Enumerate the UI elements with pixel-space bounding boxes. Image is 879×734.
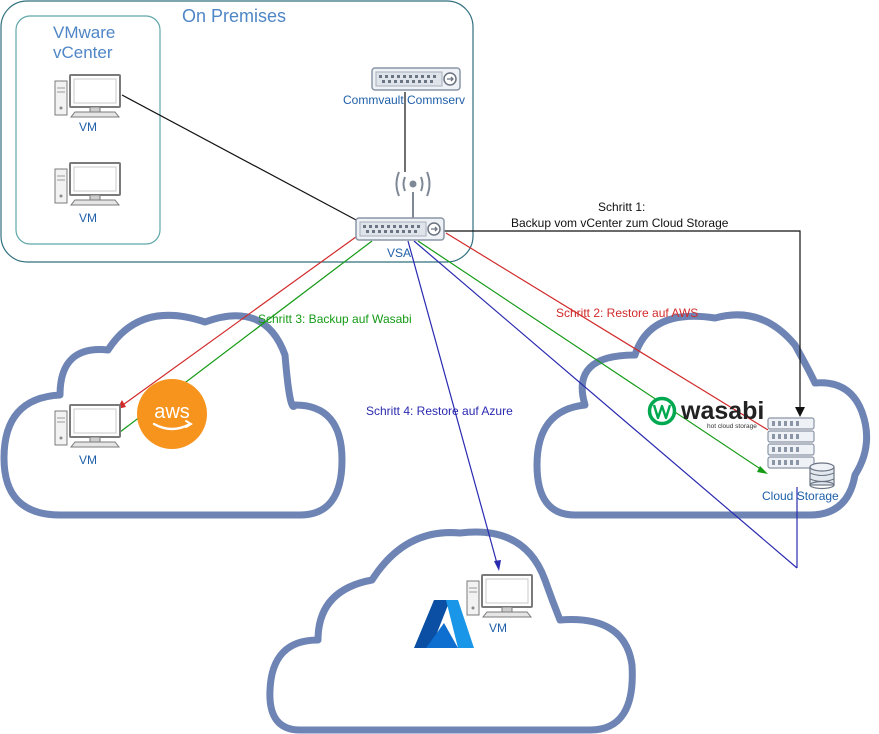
- vm2-computer-icon: [54, 162, 121, 206]
- aws-vm-label: VM: [79, 453, 97, 467]
- step2-line-vsa-to-aws-vm: [119, 233, 361, 408]
- step4-line-vsa-to-azure-vm: [407, 240, 499, 568]
- vsa-label: VSA: [387, 246, 411, 260]
- vcenter-title-line1: VMware: [53, 23, 115, 42]
- vm1-label: VM: [79, 120, 97, 134]
- azure-vm-label: VM: [489, 621, 507, 635]
- vcenter-boundary: [15, 15, 161, 245]
- step4-label: Schritt 4: Restore auf Azure: [366, 404, 513, 418]
- link-vm1-to-vsa: [121, 94, 359, 222]
- wifi-antenna-icon: [395, 171, 431, 218]
- vcenter-title-line2: vCenter: [53, 43, 113, 62]
- step4-arrowhead: [494, 560, 501, 571]
- on-premises-title: On Premises: [182, 6, 286, 26]
- step2-line-vsa-to-wasabi: [445, 232, 769, 431]
- step1-arrow: [444, 230, 801, 414]
- step3-arrowhead: [757, 466, 768, 474]
- wasabi-logo: wasabi hot cloud storage: [647, 396, 764, 430]
- vsa-switch-icon: [355, 217, 445, 241]
- database-icon: [809, 462, 835, 490]
- step3-line-vsa-to-storage: [417, 240, 766, 473]
- step4-line-vsa-to-far-point: [413, 240, 798, 569]
- step1-arrowhead: [795, 407, 805, 417]
- azure-logo: [414, 600, 474, 648]
- step2-label: Schritt 2: Restore auf AWS: [556, 306, 698, 320]
- step1-label-line2: Backup vom vCenter zum Cloud Storage: [511, 216, 729, 230]
- aws-logo: aws: [137, 379, 207, 449]
- step1-label-line1: Schritt 1:: [598, 200, 645, 214]
- vm1-computer-icon: [54, 74, 121, 118]
- step3-label: Schritt 3: Backup auf Wasabi: [258, 312, 412, 326]
- commserv-switch-icon: [371, 67, 461, 91]
- cloud-storage-label: Cloud Storage: [762, 489, 839, 503]
- svg-text:wasabi: wasabi: [680, 397, 764, 425]
- svg-text:hot cloud storage: hot cloud storage: [707, 423, 757, 430]
- azure-cloud: [266, 528, 636, 734]
- commserv-label: Commvault Commserv: [343, 93, 465, 107]
- vm2-label: VM: [79, 211, 97, 225]
- on-premises-boundary: [0, 0, 474, 263]
- svg-text:aws: aws: [154, 401, 190, 423]
